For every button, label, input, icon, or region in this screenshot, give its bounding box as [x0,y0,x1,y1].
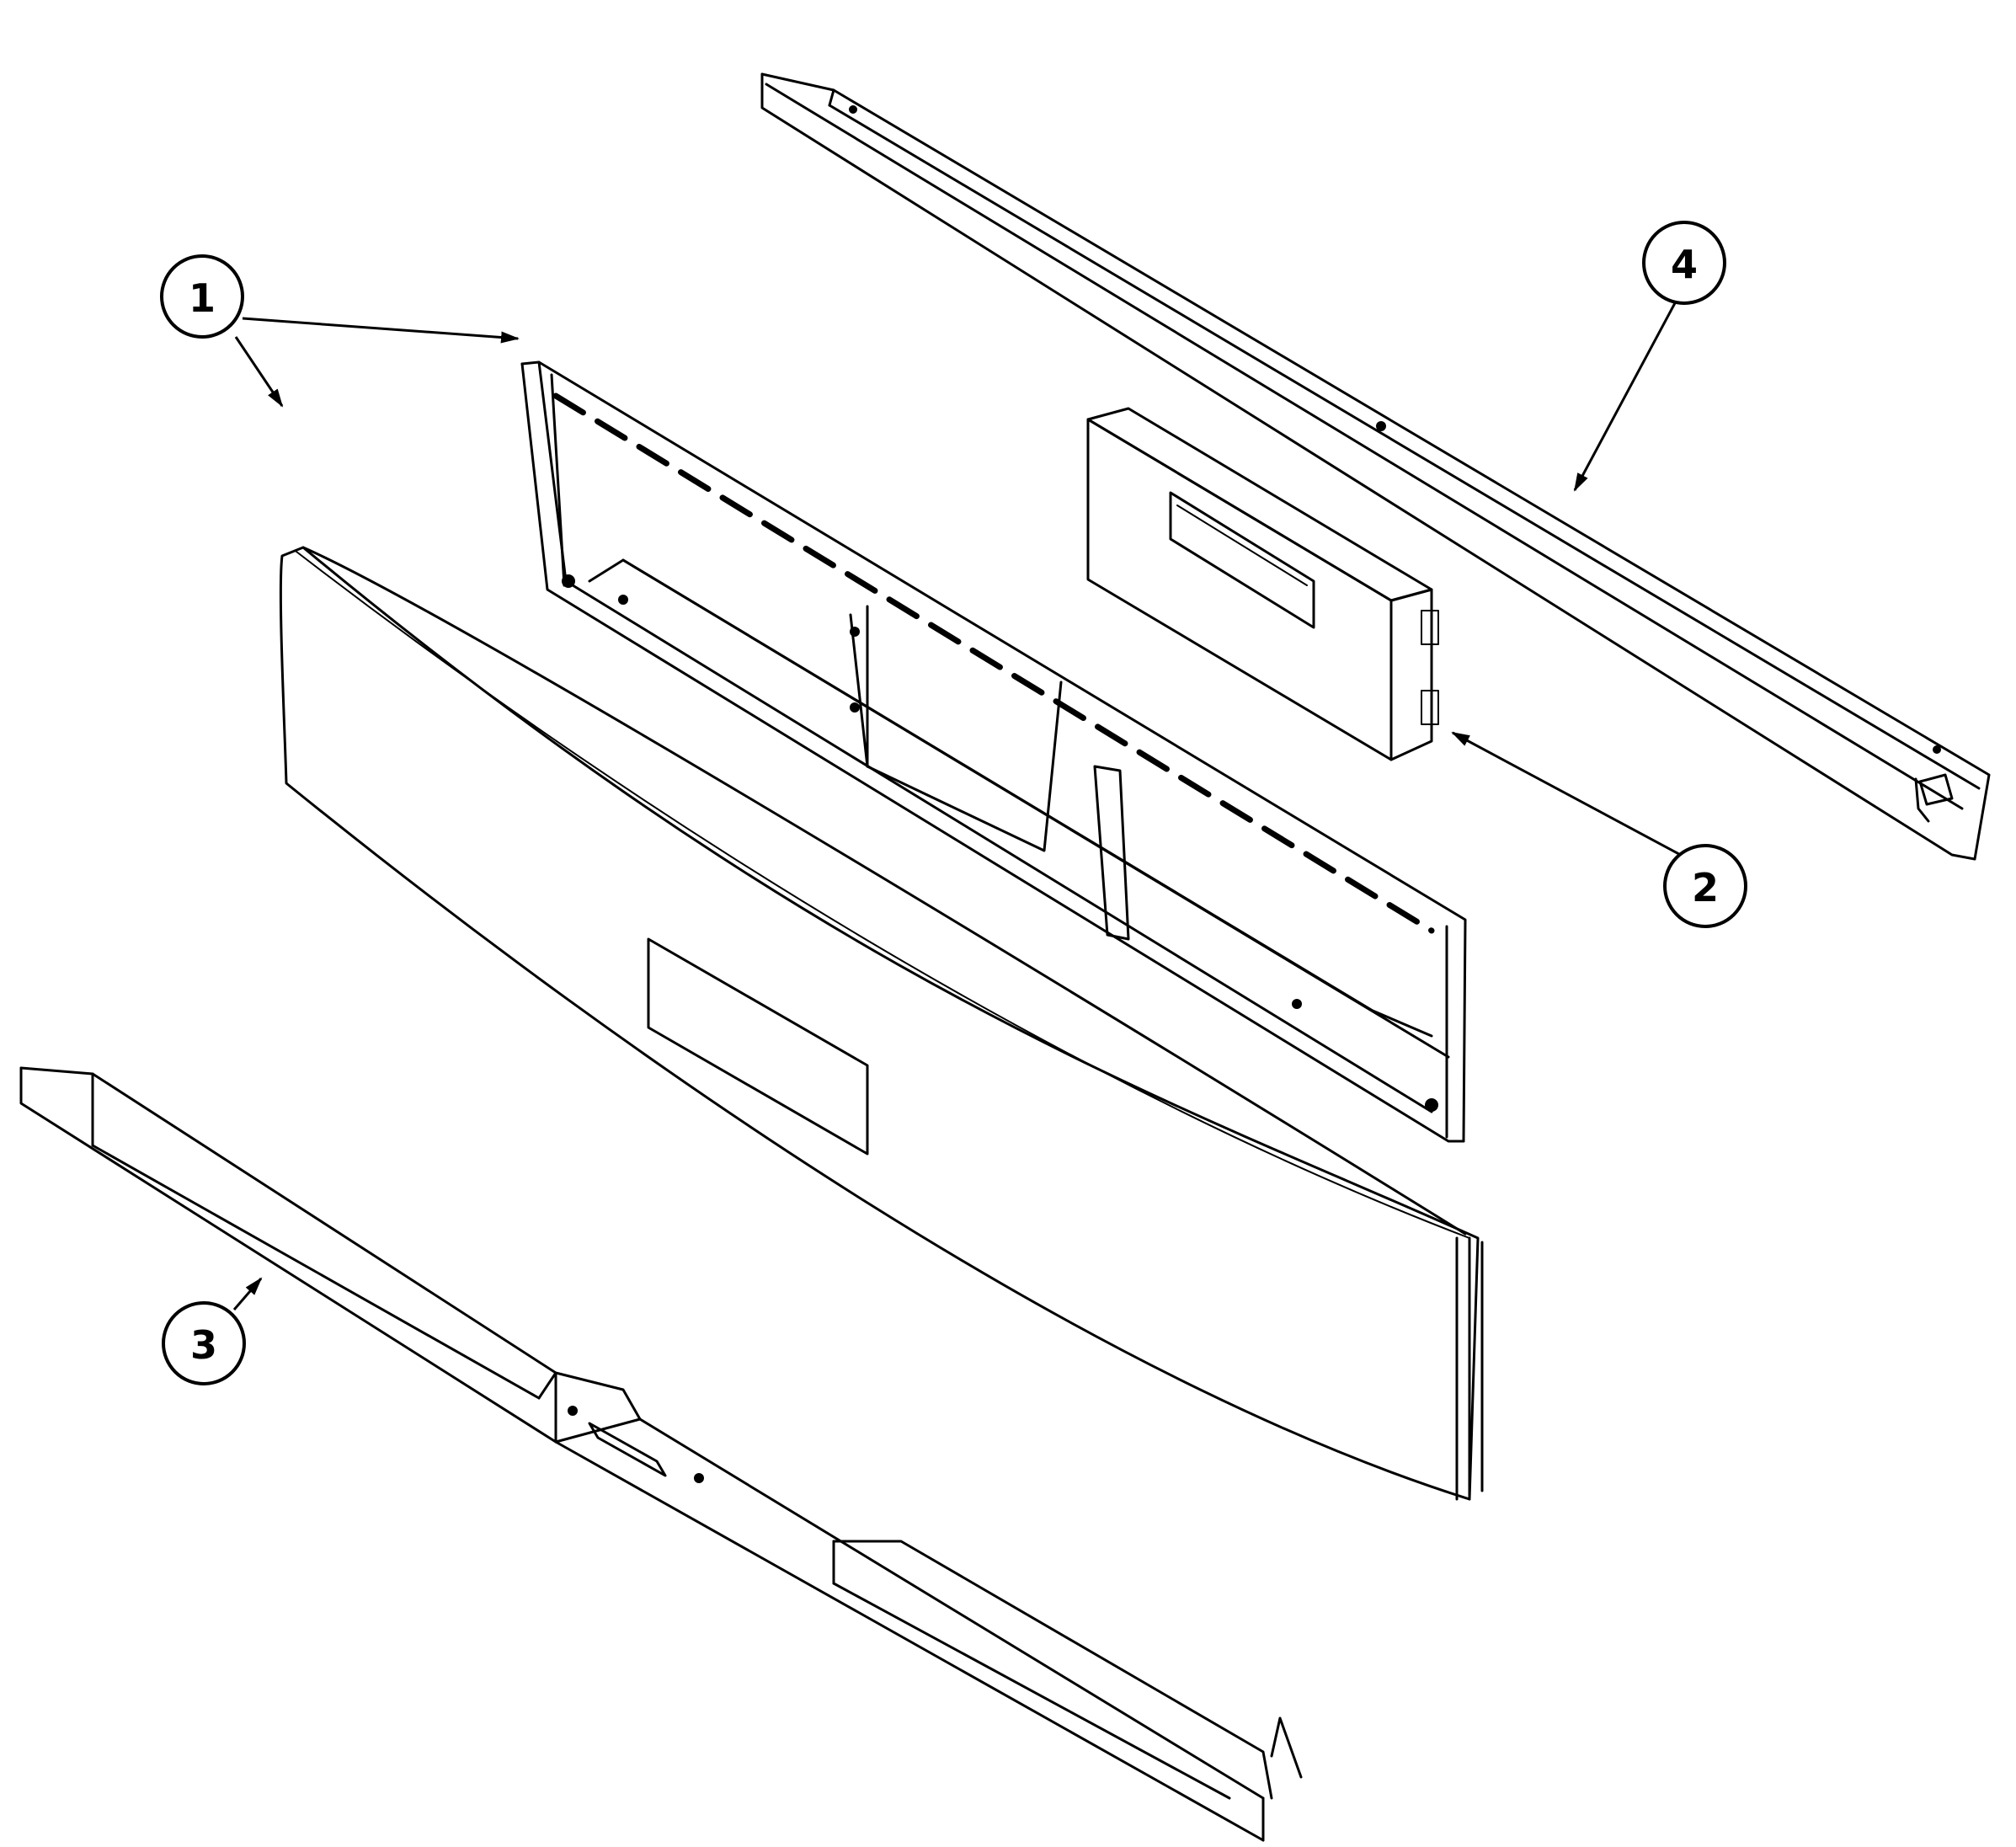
leader-4 [1573,301,1677,492]
callout-3: 3 [162,1301,246,1385]
callout-1-label: 1 [189,275,216,321]
leader-1a [242,317,520,344]
control-panel-front [279,546,1484,1501]
electronic-control-module [1086,407,1439,761]
callout-2: 2 [1663,844,1747,928]
lower-trim-channel [19,1066,1303,1842]
callout-2-label: 2 [1692,865,1719,910]
control-panel-frame [520,360,1467,1143]
leader-1b [234,336,284,408]
leader-2 [1451,731,1689,861]
upper-trim-rail [760,72,1991,861]
callout-3-label: 3 [190,1322,217,1368]
callout-4-label: 4 [1671,242,1698,287]
leader-3 [232,1277,263,1311]
callout-1: 1 [160,254,244,339]
callout-4: 4 [1642,221,1726,305]
leader-lines [232,301,1689,1311]
